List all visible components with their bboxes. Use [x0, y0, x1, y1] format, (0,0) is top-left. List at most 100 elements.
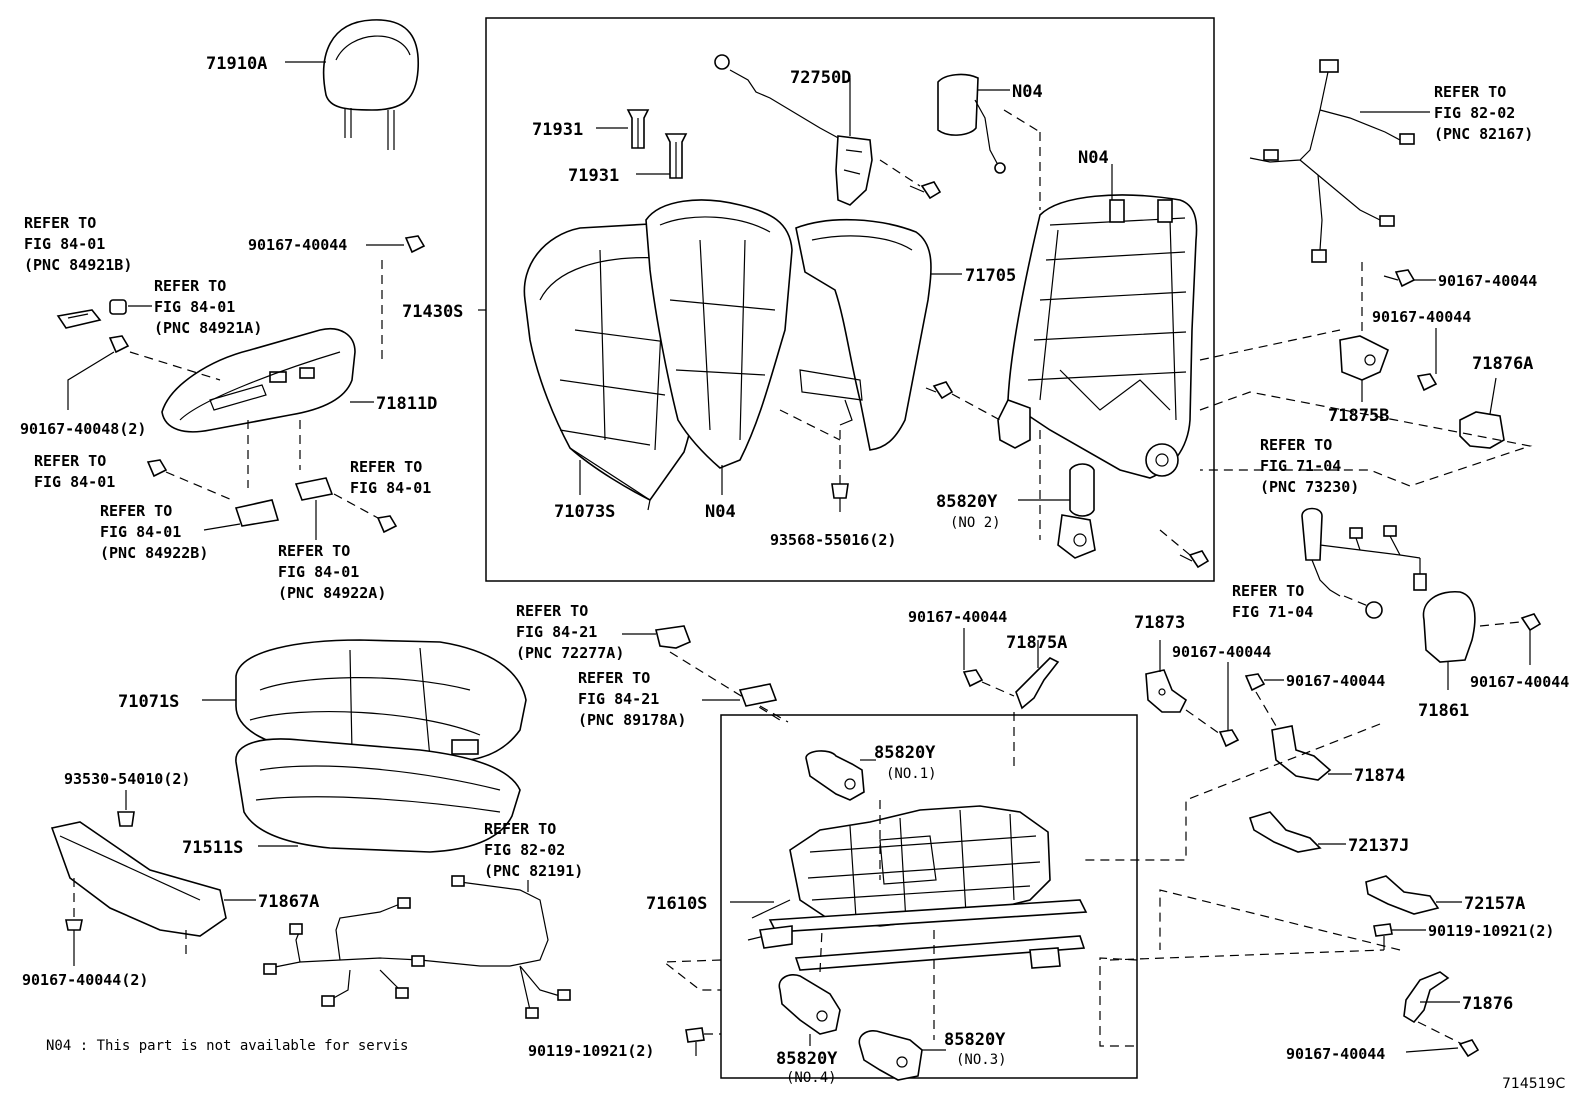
label-90167-r3: 90167-40044: [1470, 673, 1569, 691]
label-90167-c: 90167-40044: [908, 608, 1007, 626]
wire-harness-82191[interactable]: [263, 875, 571, 1019]
label-93530: 93530-54010(2): [64, 770, 190, 788]
label-85820Y-no2: 85820Y: [936, 492, 998, 512]
ref-7104-line1: REFER TO: [1232, 582, 1304, 600]
label-85820Y-no1: 85820Y: [874, 743, 936, 763]
screw-90167-40048[interactable]: [108, 335, 130, 354]
bolt-90119-b[interactable]: [685, 1027, 705, 1056]
label-71875B: 71875B: [1328, 406, 1389, 426]
bracket-71873[interactable]: [1145, 669, 1188, 713]
label-71874: 71874: [1354, 766, 1405, 786]
cover-71876A[interactable]: [1459, 411, 1505, 449]
label-85820Y-no4: 85820Y: [776, 1049, 838, 1069]
label-71931-a: 71931: [532, 120, 583, 140]
screw-90167-r2[interactable]: [1416, 373, 1438, 392]
front-cover-71867A[interactable]: [50, 821, 227, 937]
label-72137J: 72137J: [1348, 836, 1409, 856]
ref-84921B-line3: (PNC 84921B): [24, 256, 132, 274]
ref-82167-line1: REFER TO: [1434, 83, 1506, 101]
ref-8401b-line1: REFER TO: [350, 458, 422, 476]
screw-90167-m2[interactable]: [1244, 673, 1266, 692]
label-72157A: 72157A: [1464, 894, 1525, 914]
cover-71861[interactable]: [1422, 591, 1476, 663]
bolt-90119-r[interactable]: [1373, 923, 1393, 950]
screw-frame-bottom[interactable]: [1179, 550, 1210, 569]
screw-frame-left[interactable]: [925, 381, 954, 400]
bracket-71876[interactable]: [1403, 971, 1450, 1024]
seat-side-cover-71811D[interactable]: [161, 328, 356, 433]
bracket-71875B[interactable]: [1339, 335, 1389, 381]
ref-84922A-line3: (PNC 84922A): [278, 584, 386, 602]
switch-knob-84921A[interactable]: [109, 299, 127, 315]
ref-84922A-line2: FIG 84-01: [278, 563, 359, 581]
ref-73230-line2: FIG 71-04: [1260, 457, 1341, 475]
screw-90167-c[interactable]: [962, 669, 984, 688]
label-72750D: 72750D: [790, 68, 851, 88]
ref-8401a-line1: REFER TO: [34, 452, 106, 470]
bracket-71874[interactable]: [1271, 725, 1332, 781]
headrest[interactable]: [322, 19, 420, 150]
seatback-pad[interactable]: [645, 199, 793, 469]
screw-90167-bl[interactable]: [65, 919, 83, 946]
ref-82191-line2: FIG 82-02: [484, 841, 565, 859]
ref-84921B-line2: FIG 84-01: [24, 235, 105, 253]
motor-85820Y-no3[interactable]: [858, 1030, 923, 1081]
screw-90167-r1[interactable]: [1383, 269, 1416, 288]
bracket-72137J[interactable]: [1248, 811, 1322, 853]
seatback-board[interactable]: [795, 218, 932, 451]
seat-frame-71610S[interactable]: [747, 805, 1088, 971]
ref-84921A-line1: REFER TO: [154, 277, 226, 295]
label-90167-m2: 90167-40044: [1286, 672, 1385, 690]
seatback-frame-N04[interactable]: [997, 194, 1198, 479]
switch-84922A[interactable]: [294, 477, 334, 501]
bracket-72157A[interactable]: [1365, 875, 1440, 915]
ref-84922B-line3: (PNC 84922B): [100, 544, 208, 562]
label-71931-b: 71931: [568, 166, 619, 186]
label-90167-40048: 90167-40048(2): [20, 420, 146, 438]
ref-73230-line1: REFER TO: [1260, 436, 1332, 454]
wire-harness-82167[interactable]: [1249, 59, 1415, 263]
label-71610S: 71610S: [646, 894, 707, 914]
screw-72750D[interactable]: [909, 181, 942, 200]
ref-8401b-line2: FIG 84-01: [350, 479, 431, 497]
motor-85820Y-no2[interactable]: [1057, 463, 1096, 559]
label-90119-r: 90119-10921(2): [1428, 922, 1554, 940]
screw-90167-r4[interactable]: [1458, 1039, 1480, 1058]
label-71910A: 71910A: [206, 54, 267, 74]
screw-8401b[interactable]: [376, 515, 398, 534]
ref-7104-line2: FIG 71-04: [1232, 603, 1313, 621]
screw-90167-r3[interactable]: [1520, 613, 1542, 632]
label-N04-upper: N04: [1012, 82, 1043, 102]
seat-cushion-pad-71511S[interactable]: [235, 738, 521, 853]
label-85820Y-no1-note: (NO.1): [886, 766, 937, 782]
seatback-actuator-72750D[interactable]: [714, 54, 873, 206]
screw-90167-top[interactable]: [404, 235, 426, 254]
label-71861: 71861: [1418, 701, 1469, 721]
switch-84922B[interactable]: [234, 499, 280, 527]
ref-84922B-line1: REFER TO: [100, 502, 172, 520]
label-90167-r4: 90167-40044: [1286, 1045, 1385, 1063]
connector-72277A[interactable]: [655, 625, 692, 649]
label-71876A: 71876A: [1472, 354, 1533, 374]
motor-85820Y-no1[interactable]: [805, 750, 865, 801]
ref-89178A-line2: FIG 84-21: [578, 690, 659, 708]
ref-84922A-line1: REFER TO: [278, 542, 350, 560]
headrest-support-2[interactable]: [664, 133, 688, 179]
label-71811D: 71811D: [376, 394, 437, 414]
seatbelt-buckle[interactable]: [1301, 507, 1427, 597]
headrest-support-1[interactable]: [626, 109, 650, 149]
screw-8401a[interactable]: [146, 459, 168, 478]
connector-89178A[interactable]: [738, 683, 778, 707]
seatback-module-N04[interactable]: [937, 73, 1006, 174]
motor-85820Y-no4[interactable]: [778, 974, 841, 1035]
switch-knob-84921B[interactable]: [56, 309, 102, 329]
label-N04-pad: N04: [705, 502, 736, 522]
ref-72277A-line1: REFER TO: [516, 602, 588, 620]
bracket-71875A[interactable]: [1015, 657, 1060, 710]
screw-90167-m1[interactable]: [1218, 729, 1240, 748]
nut-7104[interactable]: [1365, 601, 1383, 619]
clip-93530[interactable]: [117, 811, 135, 827]
clip-93568[interactable]: [831, 483, 849, 512]
ref-89178A-line1: REFER TO: [578, 669, 650, 687]
